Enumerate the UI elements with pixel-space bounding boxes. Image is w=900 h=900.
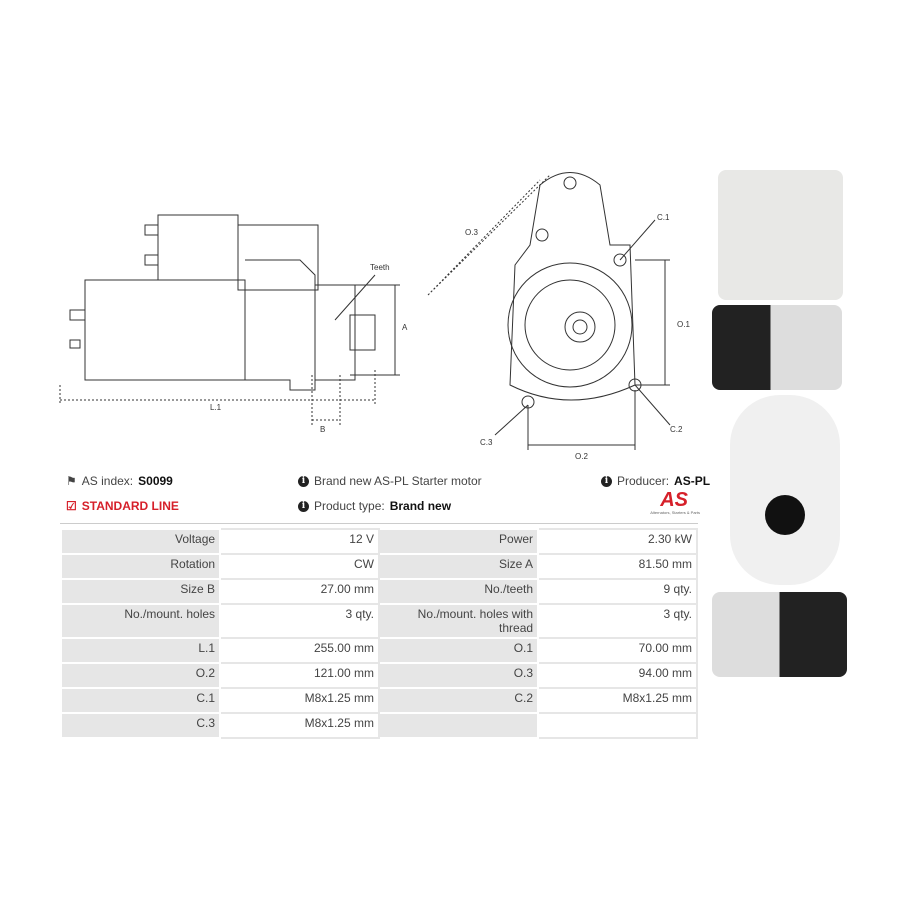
spec-label: No./teeth <box>377 578 540 605</box>
divider <box>60 523 698 524</box>
spec-label: Size A <box>377 553 540 580</box>
spec-label <box>377 712 540 739</box>
product-photo-angled[interactable] <box>712 592 847 677</box>
spec-value: 121.00 mm <box>219 662 380 689</box>
spec-value: 255.00 mm <box>219 637 380 664</box>
c3-label: C.3 <box>480 438 493 447</box>
product-line: ☑ STANDARD LINE <box>66 499 179 513</box>
dim-l1-label: L.1 <box>210 403 222 412</box>
tag-icon: ⚑ <box>66 474 77 488</box>
spec-label: O.1 <box>377 637 540 664</box>
spec-label: O.2 <box>59 662 222 689</box>
teeth-label: Teeth <box>370 263 390 272</box>
spec-value: M8x1.25 mm <box>219 687 380 714</box>
as-pl-logo: AS Alternators, Starters & Parts <box>650 489 700 515</box>
spec-value: M8x1.25 mm <box>219 712 380 739</box>
checkbox-icon: ☑ <box>66 499 77 513</box>
dim-b-label: B <box>320 425 325 434</box>
spec-value: 9 qty. <box>537 578 698 605</box>
spec-label: C.1 <box>59 687 222 714</box>
as-index: ⚑ AS index:S0099 <box>66 474 173 488</box>
spec-label: Size B <box>59 578 222 605</box>
product-photo-side[interactable] <box>712 305 842 390</box>
spec-label: No./mount. holes <box>59 603 222 639</box>
product-photo-rear[interactable] <box>730 395 840 585</box>
spec-value: 70.00 mm <box>537 637 698 664</box>
front-view-drawing: O.3 O.1 O.2 C.1 C.2 C.3 <box>427 172 690 461</box>
dim-o2-label: O.2 <box>575 452 588 461</box>
c2-label: C.2 <box>670 425 683 434</box>
spec-value: 3 qty. <box>219 603 380 639</box>
spec-label: C.3 <box>59 712 222 739</box>
spec-value: M8x1.25 mm <box>537 687 698 714</box>
spec-value: CW <box>219 553 380 580</box>
c1-label: C.1 <box>657 213 670 222</box>
product-photo-front[interactable] <box>718 170 843 300</box>
as-index-value: S0099 <box>138 474 173 488</box>
dim-o1-label: O.1 <box>677 320 690 329</box>
info-icon: i <box>298 475 309 487</box>
spec-label: Power <box>377 528 540 555</box>
spec-value: 3 qty. <box>537 603 698 639</box>
spec-label: O.3 <box>377 662 540 689</box>
spec-value <box>537 712 698 739</box>
spec-label: Voltage <box>59 528 222 555</box>
spec-label: L.1 <box>59 637 222 664</box>
info-icon: i <box>298 500 309 512</box>
spec-label: C.2 <box>377 687 540 714</box>
spec-value: 12 V <box>219 528 380 555</box>
spec-value: 94.00 mm <box>537 662 698 689</box>
spec-value: 2.30 kW <box>537 528 698 555</box>
info-icon: i <box>601 475 612 487</box>
spec-label: Rotation <box>59 553 222 580</box>
dim-o3-label: O.3 <box>465 228 478 237</box>
spec-value: 81.50 mm <box>537 553 698 580</box>
side-view-drawing: Teeth A B L.1 <box>59 214 408 434</box>
dim-a-label: A <box>402 323 408 332</box>
spec-value: 27.00 mm <box>219 578 380 605</box>
spec-label: No./mount. holes with thread <box>377 603 540 639</box>
